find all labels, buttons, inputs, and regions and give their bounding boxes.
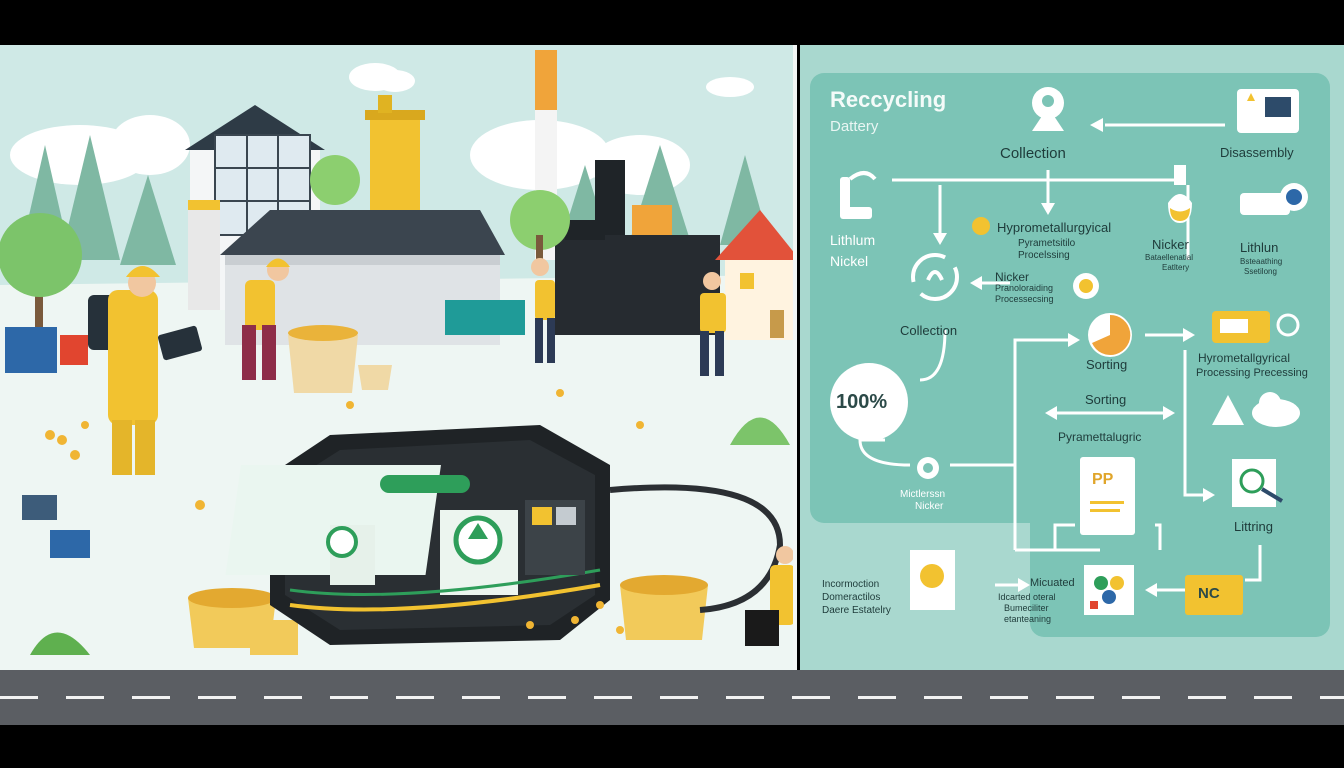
right-lithium-line2: Bsteaathing	[1240, 257, 1283, 266]
hydrometallurgical-label: Hyprometallurgyical	[997, 220, 1112, 235]
nc-badge: NC	[1185, 575, 1243, 615]
hydro2-line2: Processing Precessing	[1196, 367, 1308, 379]
disassembly-label: Disassembly	[1220, 145, 1294, 160]
hydro2-label: Hyrometallgyrical	[1198, 351, 1291, 365]
bottom-left-line2: Domeractilos	[822, 592, 881, 603]
inspection-icon	[1230, 455, 1292, 513]
mixed-line2: Nicker	[915, 501, 944, 512]
bottom-mid-line3: Bumeciliter	[1004, 603, 1049, 613]
cloud-icon	[1208, 385, 1308, 430]
bottom-mid-line4: etanteaning	[1004, 614, 1052, 624]
panel-title: Reccycling	[830, 87, 947, 112]
right-nicker-label: Nicker	[1152, 237, 1189, 252]
worker-figure	[88, 266, 203, 475]
recycle-station-icon	[1022, 83, 1074, 135]
right-lithium-line3: Ssetilong	[1244, 267, 1277, 276]
percent-label: 100%	[836, 391, 888, 413]
panel-subtitle: Dattery	[830, 118, 879, 135]
monitor-icon	[1235, 83, 1305, 138]
lithium-label: Lithlum	[830, 232, 876, 248]
road-strip	[0, 670, 1344, 725]
recycle-icon	[908, 250, 963, 305]
collection-label: Collection	[1000, 145, 1066, 162]
nicker-label: Nicker	[995, 270, 1030, 284]
bottom-mid-line2: Idcarted oteral	[998, 592, 1056, 602]
nc-badge-label: NC	[1198, 585, 1220, 602]
recycling-site-illustration	[0, 45, 795, 670]
right-nicker-line3: Eatltery	[1162, 263, 1190, 272]
right-lithium-label: Lithlun	[1240, 240, 1279, 255]
hydro-dot-icon	[972, 217, 990, 235]
littring-label: Littring	[1234, 519, 1274, 534]
nicker-line3: Processecsing	[995, 294, 1054, 304]
road-lane-marking	[0, 696, 1344, 699]
panel-divider	[793, 45, 797, 670]
pyro2-label: Pyramettalugric	[1058, 430, 1142, 444]
pyro-line1: Pyrametsitilo	[1018, 238, 1076, 249]
small-recycle-icon	[915, 455, 941, 481]
nicker-line2: Pranoloraiding	[995, 283, 1054, 293]
bottom-mid-line1: Micuated	[1030, 577, 1075, 589]
sorting-label: Sorting	[1086, 357, 1128, 372]
document-icon: PP	[1080, 457, 1135, 535]
percent-badge	[830, 363, 908, 441]
scene-artwork	[0, 45, 795, 670]
flask-icon	[1160, 163, 1200, 225]
cloud-shape	[10, 63, 754, 195]
nicker-dot-inner	[1079, 279, 1093, 293]
recycling-flow-panel: Reccycling Dattery Collection Disassembl…	[800, 45, 1344, 670]
nickel-label: Nickel	[830, 253, 869, 269]
pie-chart-icon	[1085, 310, 1135, 360]
bottom-card-icon	[910, 550, 955, 610]
battery-pack	[225, 425, 610, 645]
mixed-line1: Mictlerssn	[900, 489, 946, 500]
right-nicker-line2: Bataellenatial	[1145, 253, 1194, 262]
sorting-label-2: Sorting	[1085, 392, 1127, 407]
battery-module-icon	[1210, 303, 1300, 345]
bottom-left-line1: Incormoction	[822, 579, 880, 590]
lithium-tool-icon	[1230, 175, 1310, 230]
collection-label-2: Collection	[900, 323, 958, 338]
pyro-line2: Procelssing	[1018, 250, 1070, 261]
recycle-symbol-icon	[1084, 565, 1134, 615]
document-label: PP	[1092, 471, 1114, 488]
crane-icon	[835, 167, 885, 222]
bottom-left-line3: Daere Estatelry	[822, 605, 891, 616]
